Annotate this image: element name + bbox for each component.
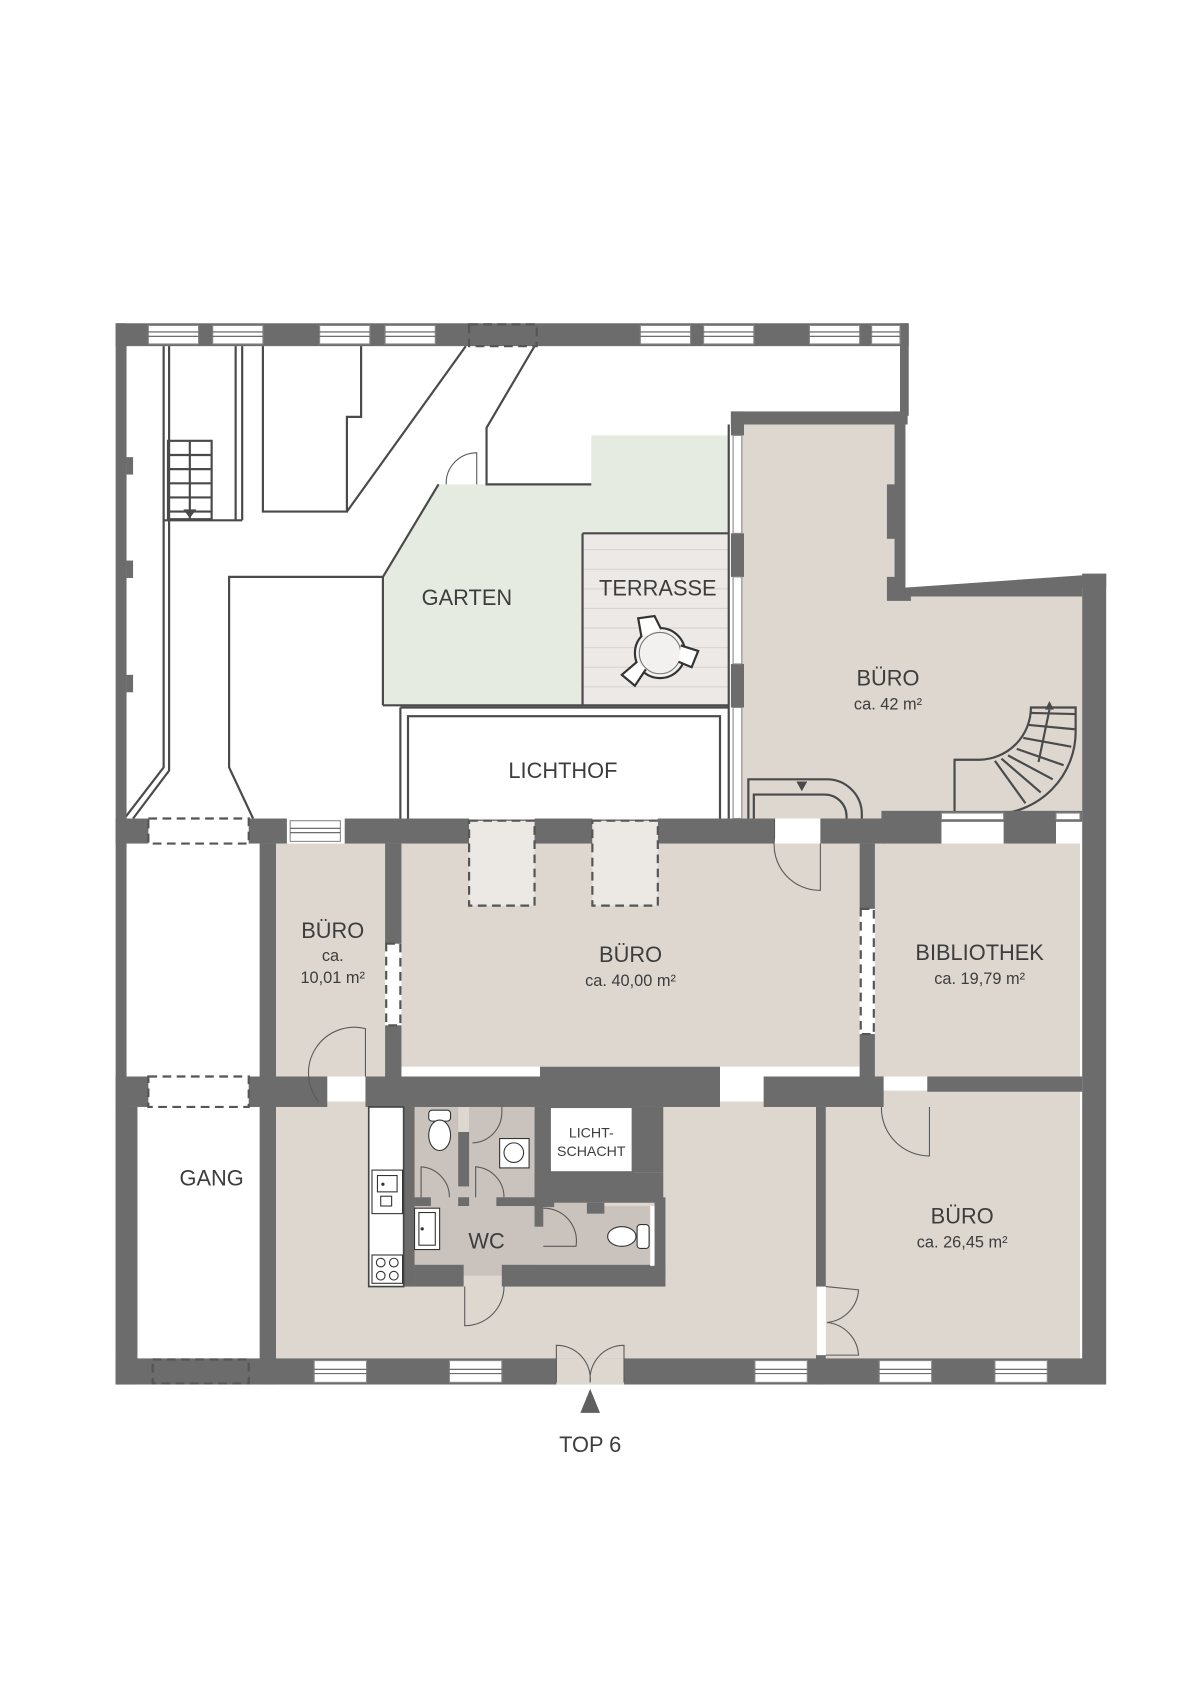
window [384, 324, 436, 345]
label-lichtschacht-2: SCHACHT [557, 1144, 626, 1160]
stove-icon [371, 1254, 404, 1284]
window [703, 324, 755, 345]
entrance-arrow-icon [580, 1388, 600, 1413]
label-buero-40: BÜRO [599, 942, 662, 967]
window [448, 1360, 503, 1383]
lichtschacht-shaft [548, 1105, 634, 1174]
window [289, 820, 341, 842]
terrace-table-icon [620, 614, 700, 688]
label-bibliothek-area: ca. 19,79 m² [934, 970, 1025, 988]
opening-dashed [147, 817, 250, 845]
door-swing [825, 1286, 860, 1356]
opening-dashed [468, 323, 538, 348]
toilet-icon [428, 1109, 452, 1152]
label-buero-10-prefix: ca. [322, 947, 344, 965]
stair-down-arrow-icon [796, 781, 808, 792]
stair-up-arrow-icon [1045, 700, 1054, 710]
door-swing [472, 1106, 503, 1144]
door-swing [420, 1166, 451, 1198]
window [994, 1360, 1048, 1383]
door-swing [773, 818, 821, 891]
window [878, 1360, 933, 1383]
door-swing [475, 1166, 505, 1198]
label-buero-42-area: ca. 42 m² [854, 696, 923, 714]
room-floor-buero-42 [741, 424, 1083, 819]
window [639, 324, 692, 345]
label-lichthof: LICHTHOF [508, 758, 617, 783]
glass-partition [859, 907, 875, 1036]
fixtures [367, 1105, 655, 1288]
washbasin-icon [414, 1207, 441, 1251]
opening-dashed [147, 1075, 250, 1109]
label-buero-40-area: ca. 40,00 m² [585, 972, 676, 990]
label-buero-10: BÜRO [301, 918, 364, 943]
label-buero-10-area: 10,01 m² [300, 969, 365, 987]
floor-fills [276, 424, 1083, 1359]
label-buero-42: BÜRO [856, 666, 919, 691]
windows [147, 323, 1081, 1385]
curved-stair-icon [747, 778, 863, 819]
washing-machine-icon [499, 1137, 530, 1169]
unit-label: TOP 6 [559, 1432, 621, 1457]
skylight [591, 819, 659, 907]
label-lichtschacht-1: LICHT- [569, 1125, 614, 1141]
toilet-icon [607, 1223, 650, 1250]
door-swing [464, 1286, 505, 1327]
door-swing [543, 1207, 577, 1247]
doors [307, 818, 930, 1383]
skylight [467, 819, 536, 907]
entrance-door [555, 1344, 625, 1383]
room-floor-buero-10 [276, 843, 386, 1077]
courtyard-outlines [123, 345, 730, 822]
spiral-stair-icon [953, 700, 1077, 816]
room-floor-buero-26 [825, 1090, 1080, 1359]
glass-partition [385, 942, 402, 1027]
label-garten: GARTEN [422, 585, 512, 610]
window [319, 324, 371, 345]
label-terrasse: TERRASSE [599, 575, 717, 600]
label-bibliothek: BIBLIOTHEK [915, 940, 1044, 965]
door-swing [307, 1026, 366, 1102]
opening-dashed [151, 1358, 250, 1385]
room-floor-bibliothek [874, 843, 1080, 1077]
stair-down-arrow-icon [183, 509, 197, 519]
window [212, 324, 264, 345]
window [808, 324, 861, 345]
door-swing [880, 1106, 930, 1157]
label-buero-26: BÜRO [931, 1203, 994, 1228]
window [871, 324, 901, 345]
window [147, 324, 200, 345]
room-labels: GARTEN TERRASSE LICHTHOF BÜRO ca. 42 m² … [180, 575, 1045, 1457]
kitchen-sink-icon [371, 1169, 404, 1215]
label-gang: GANG [180, 1165, 244, 1190]
label-buero-26-area: ca. 26,45 m² [917, 1233, 1008, 1251]
window [754, 1360, 808, 1383]
label-wc: WC [468, 1228, 504, 1253]
window [313, 1360, 368, 1383]
